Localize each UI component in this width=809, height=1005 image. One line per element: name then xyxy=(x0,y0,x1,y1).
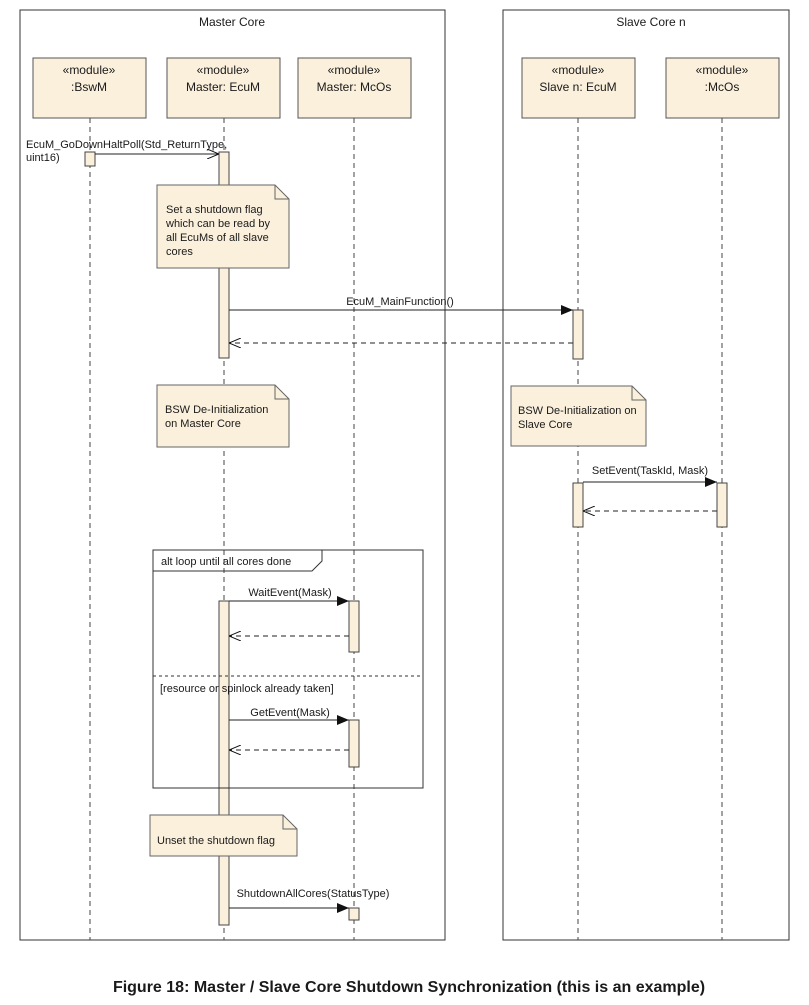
note-line: Unset the shutdown flag xyxy=(157,835,275,847)
message-get-event: GetEvent(Mask) xyxy=(229,707,349,725)
activation-master-mcos-3 xyxy=(348,907,360,921)
module-stereotype: «module» xyxy=(197,63,250,77)
alt-fragment: alt loop until all cores done [resource … xyxy=(152,549,424,789)
message-label: uint16) xyxy=(26,152,60,164)
message-label: ShutdownAllCores(StatusType) xyxy=(237,888,390,900)
master-core-frame: Master Core xyxy=(19,9,446,941)
note-line: Set a shutdown flag xyxy=(166,204,263,216)
message-main-function: EcuM_MainFunction() xyxy=(229,296,573,315)
alt-guard: [resource or spinlock already taken] xyxy=(160,683,334,695)
note-bsw-deinit-master: BSW De-Initialization on Master Core xyxy=(156,384,290,448)
module-name: Master: McOs xyxy=(317,80,392,94)
message-shutdown-all-cores: ShutdownAllCores(StatusType) xyxy=(229,888,390,913)
note-set-shutdown-flag: Set a shutdown flag which can be read by… xyxy=(156,184,290,269)
note-line: Slave Core xyxy=(518,419,572,431)
figure-caption: Figure 18: Master / Slave Core Shutdown … xyxy=(113,979,705,996)
activation-slave-mcos xyxy=(716,482,728,528)
module-slave-mcos: «module» :McOs xyxy=(665,57,780,119)
note-line: BSW De-Initialization on xyxy=(518,405,637,417)
note-unset-shutdown-flag: Unset the shutdown flag xyxy=(149,814,298,857)
module-stereotype: «module» xyxy=(552,63,605,77)
module-slave-ecum: «module» Slave n: EcuM xyxy=(521,57,636,119)
module-bswm: «module» :BswM xyxy=(32,57,147,119)
note-line: all EcuMs of all slave xyxy=(166,232,269,244)
activation-master-mcos-1 xyxy=(348,600,360,653)
message-label: SetEvent(TaskId, Mask) xyxy=(592,465,708,477)
activation-master-ecum-2 xyxy=(218,600,230,926)
alt-label: alt loop until all cores done xyxy=(161,556,291,568)
message-wait-event: WaitEvent(Mask) xyxy=(229,587,349,606)
module-name: :BswM xyxy=(71,80,107,94)
message-label: EcuM_GoDownHaltPoll(Std_ReturnType, xyxy=(26,139,227,151)
message-set-event: SetEvent(TaskId, Mask) xyxy=(583,465,717,487)
note-bsw-deinit-slave: BSW De-Initialization on Slave Core xyxy=(510,385,647,447)
activation-master-mcos-2 xyxy=(348,719,360,768)
message-label: WaitEvent(Mask) xyxy=(248,587,331,599)
module-name: Slave n: EcuM xyxy=(539,80,616,94)
module-master-mcos: «module» Master: McOs xyxy=(297,57,412,119)
activation-bswm xyxy=(84,151,96,167)
message-go-down-halt-poll: EcuM_GoDownHaltPoll(Std_ReturnType, uint… xyxy=(26,139,227,164)
module-name: :McOs xyxy=(705,80,740,94)
note-line: BSW De-Initialization xyxy=(165,404,268,416)
master-core-title: Master Core xyxy=(199,15,265,29)
activation-slave-ecum-2 xyxy=(572,482,584,528)
module-master-ecum: «module» Master: EcuM xyxy=(166,57,281,119)
module-stereotype: «module» xyxy=(63,63,116,77)
slave-core-frame: Slave Core n xyxy=(502,9,790,941)
module-stereotype: «module» xyxy=(328,63,381,77)
message-label: EcuM_MainFunction() xyxy=(346,296,454,308)
module-name: Master: EcuM xyxy=(186,80,260,94)
note-line: on Master Core xyxy=(165,418,241,430)
module-stereotype: «module» xyxy=(696,63,749,77)
activation-slave-ecum-1 xyxy=(572,309,584,360)
message-label: GetEvent(Mask) xyxy=(250,707,329,719)
slave-core-title: Slave Core n xyxy=(616,15,685,29)
note-line: which can be read by xyxy=(165,218,270,230)
note-line: cores xyxy=(166,246,193,258)
